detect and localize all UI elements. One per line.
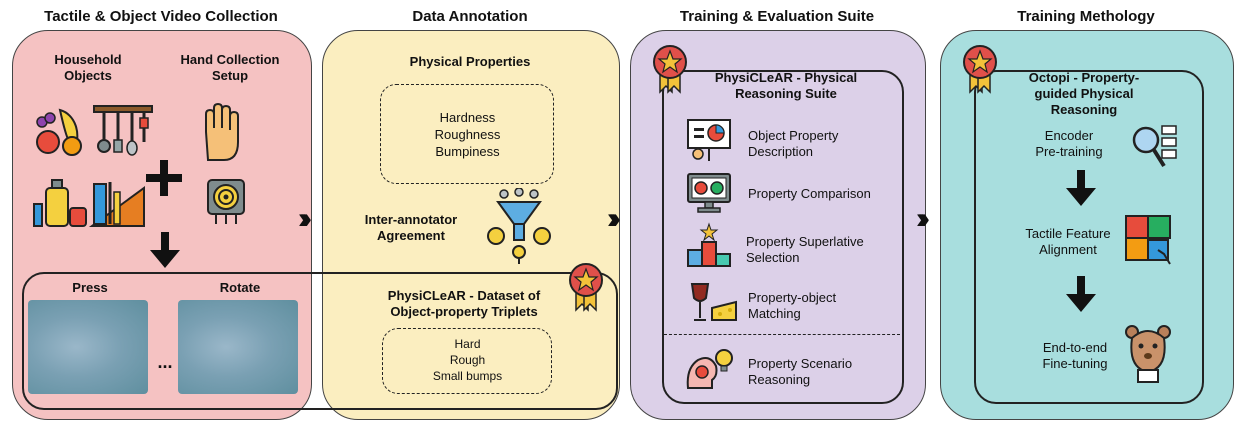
suite-separator <box>664 334 900 335</box>
octopus-character-icon <box>1124 322 1172 384</box>
stage-title-annotation: Data Annotation <box>412 8 528 25</box>
podium-icon <box>686 222 732 268</box>
funnel-gears-icon <box>484 188 554 266</box>
task-property-comparison: Property Comparison <box>748 186 871 201</box>
panel-suite <box>630 30 926 420</box>
tactile-sensor-icon <box>206 178 246 226</box>
kitchen-utensils-icon <box>92 102 154 158</box>
rotate-label: Rotate <box>219 280 261 295</box>
brain-idea-icon <box>684 346 734 390</box>
property-roughness: Roughness <box>434 127 501 142</box>
suite-title: PhysiCLeAR - Physical Reasoning Suite <box>714 70 858 101</box>
step-end-to-end-finetuning: End-to-end Fine-tuning <box>1042 340 1108 371</box>
ellipsis-label: ... <box>157 352 173 372</box>
task-property-scenario-reasoning: Property Scenario Reasoning <box>748 356 853 387</box>
triplet-small-bumps: Small bumps <box>432 369 503 383</box>
hand-icon <box>198 102 246 162</box>
household-objects-label: Household Objects <box>54 52 122 83</box>
methodology-badge-icon <box>962 44 998 94</box>
chevron-right-icon-2: ››› <box>607 202 621 235</box>
fruit-icon <box>30 104 90 158</box>
presentation-icon <box>686 118 732 162</box>
methodology-title: Octopi - Property- guided Physical Reaso… <box>1028 70 1140 117</box>
stage-title-methodology: Training Methology <box>1017 8 1155 25</box>
magnifier-list-icon <box>1128 122 1178 172</box>
triplet-hard: Hard <box>454 337 481 351</box>
triplet-box <box>382 328 552 394</box>
physical-properties-title: Physical Properties <box>409 54 531 69</box>
triplet-rough: Rough <box>449 353 486 367</box>
property-hardness: Hardness <box>439 110 496 125</box>
panel-annotation <box>322 30 620 420</box>
dataset-frame <box>22 272 618 410</box>
property-bumpiness: Bumpiness <box>435 144 500 159</box>
task-property-object-matching: Property-object Matching <box>748 290 837 321</box>
suite-badge-icon <box>652 44 688 94</box>
arrow-down-icon <box>150 232 180 268</box>
rotate-tactile-video <box>178 300 298 394</box>
chevron-right-icon-3: ››› <box>916 202 930 235</box>
task-property-superlative-selection: Property Superlative Selection <box>746 234 864 265</box>
arrow-down-icon-step1 <box>1066 170 1096 206</box>
toiletries-icon <box>30 178 90 230</box>
hand-collection-label: Hand Collection Setup <box>180 52 280 83</box>
monitor-compare-icon <box>686 172 732 214</box>
chevron-right-icon-1: ››› <box>298 202 312 235</box>
press-tactile-video <box>28 300 148 394</box>
properties-box <box>380 84 554 184</box>
press-label: Press <box>72 280 108 295</box>
agreement-label: Inter-annotator Agreement <box>364 212 458 243</box>
stage-title-suite: Training & Evaluation Suite <box>679 8 875 25</box>
stage-title-collection: Tactile & Object Video Collection <box>44 8 278 25</box>
wine-cheese-icon <box>686 282 738 324</box>
stationery-icon <box>88 178 148 230</box>
arrow-down-icon-step2 <box>1066 276 1096 312</box>
dataset-title: PhysiCLeAR - Dataset of Object-property … <box>387 288 541 319</box>
suite-frame <box>662 70 904 404</box>
puzzle-icon <box>1124 214 1174 266</box>
methodology-frame <box>974 70 1204 404</box>
panel-methodology <box>940 30 1234 420</box>
step-tactile-feature-alignment: Tactile Feature Alignment <box>1025 226 1111 257</box>
award-badge-icon <box>568 262 604 312</box>
plus-icon <box>146 160 182 196</box>
task-object-property-description: Object Property Description <box>748 128 839 159</box>
step-encoder-pretraining: Encoder Pre-training <box>1035 128 1103 159</box>
